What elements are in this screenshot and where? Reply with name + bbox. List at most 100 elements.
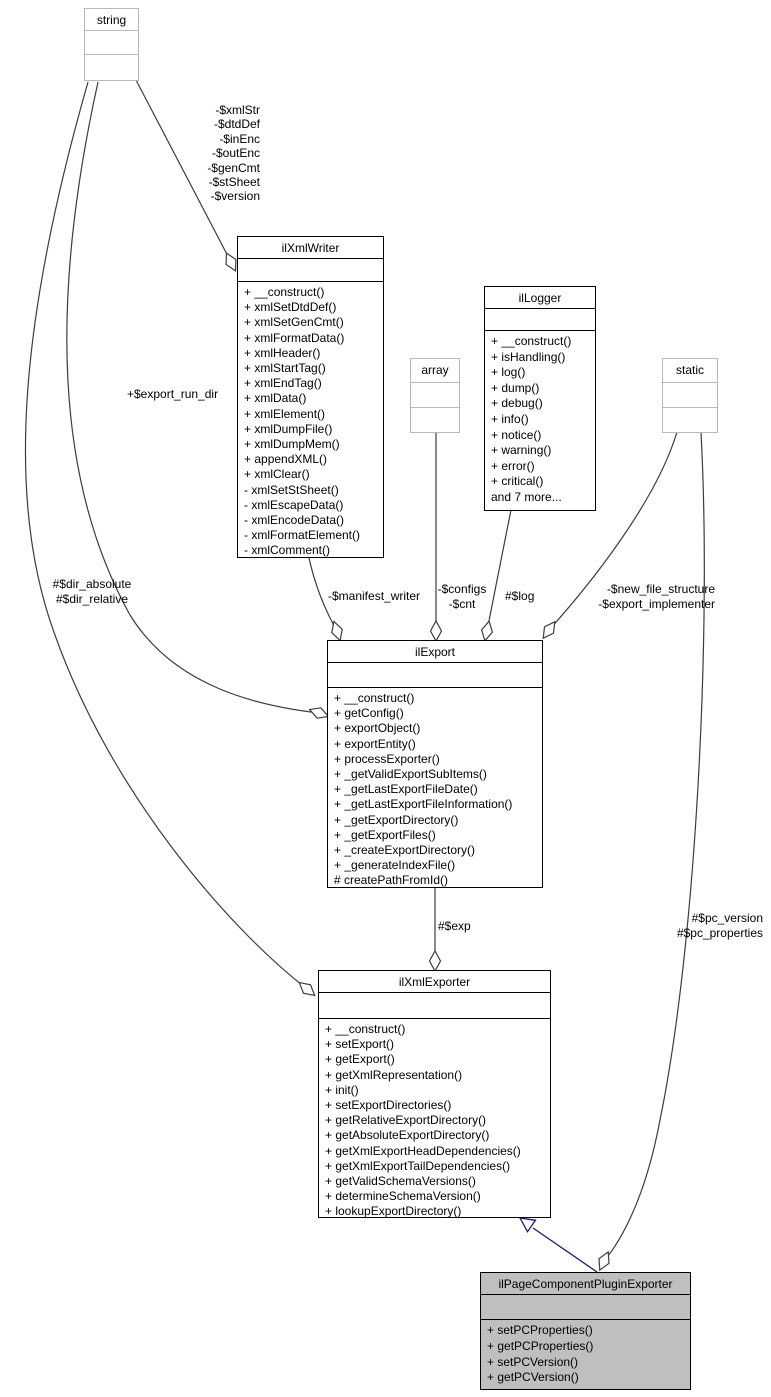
list-item: + getPCProperties() <box>487 1338 594 1353</box>
attributes-compartment <box>411 383 459 408</box>
list-item: + info() <box>491 411 529 426</box>
attributes-compartment <box>85 31 138 55</box>
aggregation-diamond <box>429 619 443 643</box>
aggregation-diamond <box>480 620 494 642</box>
inheritance-arrow <box>518 1217 537 1233</box>
method-list: + setPCProperties()+ getPCProperties()+ … <box>481 1320 690 1388</box>
list-item: + xmlSetDtdDef() <box>244 300 337 315</box>
class-title[interactable]: ilXmlExporter <box>319 971 550 993</box>
list-item: + getExport() <box>325 1052 395 1067</box>
list-item: + isHandling() <box>491 349 566 364</box>
list-item: + xmlElement() <box>244 406 326 421</box>
list-item: + _createExportDirectory() <box>334 843 476 858</box>
list-item: -$new_file_structure <box>606 582 715 596</box>
edge-label-illogger-to-ilexport: #$log <box>505 589 534 604</box>
list-item: + xmlDumpFile() <box>244 421 333 436</box>
list-item: + dump() <box>491 380 540 395</box>
list-item: +$export_run_dir <box>127 387 219 401</box>
class-title[interactable]: ilPageComponentPluginExporter <box>481 1273 690 1295</box>
list-item: + _getExportFiles() <box>334 827 436 842</box>
class-box-array: array <box>410 358 460 433</box>
list-item: + appendXML() <box>244 452 328 467</box>
list-item: + setPCVersion() <box>487 1354 579 1369</box>
edge-illogger-to-ilexport <box>486 509 512 632</box>
list-item: - xmlEscapeData() <box>244 497 344 512</box>
edge-label-ilxmlwriter-to-ilexport: -$manifest_writer <box>328 589 420 604</box>
list-item: + log() <box>491 365 526 380</box>
attributes-compartment <box>485 309 595 331</box>
list-item: + _getLastExportFileDate() <box>334 782 478 797</box>
list-item: -$stSheet <box>208 175 260 190</box>
list-item: -$export_implementer <box>598 597 715 612</box>
list-item: + warning() <box>491 443 552 458</box>
list-item: # createPathFromId() <box>334 873 449 888</box>
class-title: string <box>85 9 138 31</box>
list-item: + debug() <box>491 396 543 411</box>
list-item: #$pc_properties <box>676 926 763 941</box>
list-item: + xmlSetGenCmt() <box>244 315 344 330</box>
attributes-compartment <box>663 383 717 408</box>
edge-label-string-to-ilxmlexporter: #$dir_absolute#$dir_relative <box>44 577 140 607</box>
list-item: + _getValidExportSubItems() <box>334 767 487 782</box>
edge-static-to-ilpcpe <box>603 431 705 1262</box>
list-item: + xmlClear() <box>244 467 310 482</box>
class-box-ilpagecomponentpluginexporter[interactable]: ilPageComponentPluginExporter + setPCPro… <box>480 1272 691 1390</box>
class-box-ilexport[interactable]: ilExport + __construct()+ getConfig()+ e… <box>327 640 543 888</box>
list-item: -$xmlStr <box>215 103 260 117</box>
list-item: -$manifest_writer <box>328 589 421 603</box>
list-item: + getValidSchemaVersions() <box>325 1174 476 1189</box>
class-title: static <box>663 359 717 383</box>
list-item: - xmlSetStSheet() <box>244 482 339 497</box>
list-item: + getXmlRepresentation() <box>325 1067 463 1082</box>
list-item: + xmlData() <box>244 391 307 406</box>
list-item: #$pc_version <box>691 911 763 925</box>
list-item: + __construct() <box>244 285 325 299</box>
list-item: + getXmlExportHeadDependencies() <box>325 1143 521 1158</box>
edge-label-array-to-ilexport: -$configs-$cnt <box>430 582 494 612</box>
class-box-illogger[interactable]: ilLogger + __construct()+ isHandling()+ … <box>484 286 596 511</box>
list-item: - xmlComment() <box>244 543 330 558</box>
list-item: + setExport() <box>325 1037 395 1052</box>
edge-label-ilexport-to-ilxmlexporter: #$exp <box>438 919 471 934</box>
class-title[interactable]: ilXmlWriter <box>238 237 383 259</box>
class-title[interactable]: ilLogger <box>485 287 595 309</box>
list-item: + exportEntity() <box>334 736 416 751</box>
edge-label-string-to-ilxmlwriter: -$xmlStr-$dtdDef-$inEnc-$outEnc-$genCmt-… <box>186 103 260 204</box>
list-item: + getAbsoluteExportDirectory() <box>325 1128 490 1143</box>
aggregation-diamond <box>428 949 442 973</box>
edge-string-to-ilxmlwriter <box>135 79 232 263</box>
inheritance-edge <box>532 1227 598 1273</box>
list-item: + getConfig() <box>334 706 404 721</box>
list-item: -$cnt <box>448 597 476 612</box>
attributes-compartment <box>328 663 542 688</box>
list-item: + getXmlExportTailDependencies() <box>325 1158 511 1173</box>
list-item: + _getExportDirectory() <box>334 812 459 827</box>
list-item: - xmlEncodeData() <box>244 513 345 528</box>
class-title: array <box>411 359 459 383</box>
list-item: + getPCVersion() <box>487 1370 579 1385</box>
list-item: + init() <box>325 1082 359 1097</box>
edge-static-to-ilexport <box>548 431 678 631</box>
list-item: + processExporter() <box>334 751 440 766</box>
list-item: + error() <box>491 458 535 473</box>
list-item: + lookupExportDirectory() <box>325 1204 462 1219</box>
list-item: #$dir_relative <box>55 592 129 607</box>
method-list: + __construct()+ getConfig()+ exportObje… <box>328 688 542 891</box>
list-item: -$configs <box>437 582 487 596</box>
list-item: -$inEnc <box>219 131 260 146</box>
aggregation-diamond <box>298 981 316 997</box>
list-item: -$version <box>210 189 260 204</box>
list-item: + xmlFormatData() <box>244 330 345 345</box>
class-box-static: static <box>662 358 718 433</box>
class-box-ilxmlexporter[interactable]: ilXmlExporter + __construct()+ setExport… <box>318 970 551 1218</box>
class-box-ilxmlwriter[interactable]: ilXmlWriter + __construct()+ xmlSetDtdDe… <box>237 236 384 558</box>
list-item: + __construct() <box>334 691 415 705</box>
method-list: + __construct()+ isHandling()+ log()+ du… <box>485 331 595 508</box>
list-item: - xmlFormatElement() <box>244 528 361 543</box>
edge-label-static-to-ilpcpe: #$pc_version#$pc_properties <box>676 911 763 941</box>
class-title[interactable]: ilExport <box>328 641 542 663</box>
aggregation-diamond <box>598 1250 610 1272</box>
list-item: #$exp <box>438 919 471 933</box>
method-list: + __construct()+ xmlSetDtdDef()+ xmlSetG… <box>238 282 383 561</box>
